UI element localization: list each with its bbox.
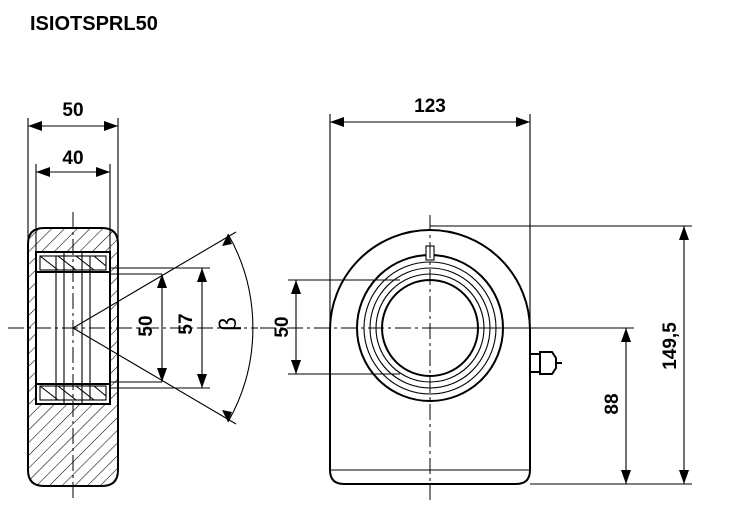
dim-outer-width: 50 [27,100,119,240]
dim-bore-side: 50 [136,274,167,382]
dim-center-height-label: 88 [602,393,623,414]
dim-center-height: 88 [430,327,692,485]
dim-outer-width-label: 50 [62,100,83,121]
dim-bore-side-label: 50 [136,315,157,336]
dim-housing-width: 123 [329,96,531,330]
dim-inner-width-label: 40 [62,148,83,169]
dim-total-height: 149,5 [430,225,692,484]
tilt-angle-construction [72,231,254,425]
dim-ball-diameter-label: 57 [176,313,197,334]
dim-bore-front-label: 50 [272,316,293,337]
side-section-view: 50 40 50 57 β [8,100,258,500]
dim-housing-width-label: 123 [414,96,446,117]
part-number-title: ISIOTSPRL50 [30,13,158,35]
front-view: 123 50 88 149,5 [260,96,692,500]
housing-outline [329,229,531,485]
dim-total-height-label: 149,5 [660,322,681,370]
dim-ball-diameter: 57 [176,268,207,388]
dim-bore-front: 50 [272,279,400,375]
grease-nipple [529,351,562,375]
tilt-angle-label: β [215,317,242,331]
dim-inner-width: 40 [35,148,111,252]
